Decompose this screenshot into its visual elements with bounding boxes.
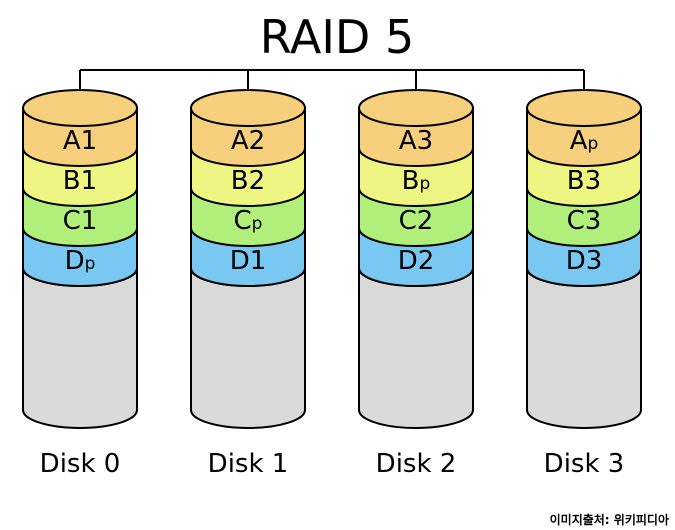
parity-subscript: p xyxy=(85,254,96,274)
data-block-label: A2 xyxy=(231,126,265,156)
disk-empty-space xyxy=(190,267,306,429)
block-letter: C xyxy=(234,206,252,236)
parity-block-label: Dp xyxy=(65,246,96,276)
block-letter: A xyxy=(570,126,588,156)
block-letter: A xyxy=(231,126,249,156)
parity-block-label: Bp xyxy=(402,166,431,196)
block-index: 1 xyxy=(81,126,98,156)
data-block-label: D1 xyxy=(230,246,267,276)
block-letter: D xyxy=(65,246,85,276)
parity-subscript: p xyxy=(588,134,599,154)
block-letter: C xyxy=(63,206,81,236)
data-block-label: A1 xyxy=(63,126,97,156)
disk-label: Disk 1 xyxy=(208,449,289,479)
block-index: 2 xyxy=(249,166,266,196)
block-letter: A xyxy=(399,126,417,156)
block-index: 2 xyxy=(417,206,434,236)
block-index: 1 xyxy=(81,206,98,236)
block-letter: A xyxy=(63,126,81,156)
controller-connector xyxy=(79,69,585,108)
data-block-label: C1 xyxy=(63,206,98,236)
block-index: 3 xyxy=(417,126,434,156)
block-letter: D xyxy=(566,246,586,276)
disk-top-cap xyxy=(358,89,474,127)
parity-subscript: p xyxy=(420,174,431,194)
data-block-label: C3 xyxy=(567,206,602,236)
data-block-label: B3 xyxy=(567,166,601,196)
block-letter: D xyxy=(230,246,250,276)
parity-block-label: Ap xyxy=(570,126,599,156)
disk-label: Disk 2 xyxy=(376,449,457,479)
block-letter: D xyxy=(398,246,418,276)
data-block-label: D2 xyxy=(398,246,435,276)
block-index: 1 xyxy=(250,246,267,276)
image-credit: 이미지출처: 위키피디아 xyxy=(550,512,669,527)
data-block-label: C2 xyxy=(399,206,434,236)
block-letter: B xyxy=(231,166,249,196)
block-letter: B xyxy=(402,166,420,196)
block-index: 3 xyxy=(585,166,602,196)
block-index: 2 xyxy=(249,126,266,156)
disk-empty-space xyxy=(526,267,642,429)
diagram-title: RAID 5 xyxy=(260,10,414,64)
disk-top-cap xyxy=(190,89,306,127)
disk-label: Disk 3 xyxy=(544,449,625,479)
parity-subscript: p xyxy=(252,214,263,234)
block-letter: C xyxy=(567,206,585,236)
disk-empty-space xyxy=(22,267,138,429)
block-index: 3 xyxy=(586,246,603,276)
data-block-label: B1 xyxy=(63,166,97,196)
block-index: 3 xyxy=(585,206,602,236)
data-block-label: D3 xyxy=(566,246,603,276)
disk-label: Disk 0 xyxy=(40,449,121,479)
parity-block-label: Cp xyxy=(234,206,263,236)
block-letter: B xyxy=(567,166,585,196)
data-block-label: A3 xyxy=(399,126,433,156)
disk-empty-space xyxy=(358,267,474,429)
disk-top-cap xyxy=(22,89,138,127)
block-index: 1 xyxy=(81,166,98,196)
block-letter: B xyxy=(63,166,81,196)
block-index: 2 xyxy=(418,246,435,276)
block-letter: C xyxy=(399,206,417,236)
data-block-label: B2 xyxy=(231,166,265,196)
disk-top-cap xyxy=(526,89,642,127)
